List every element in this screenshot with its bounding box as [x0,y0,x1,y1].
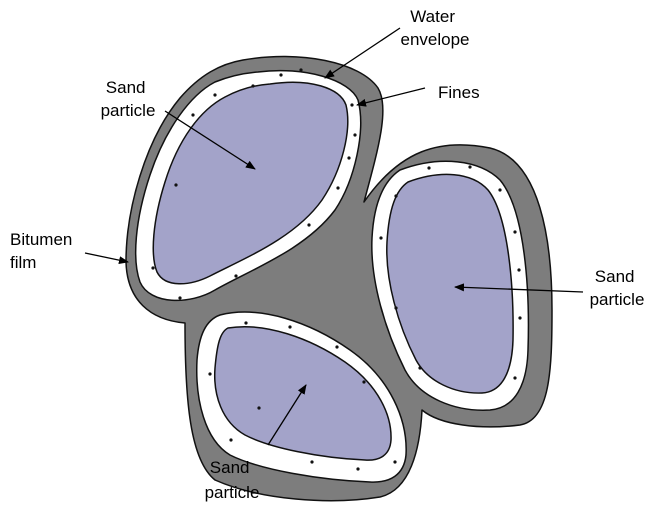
fine-speck [393,460,396,463]
fine-speck [208,372,211,375]
fine-speck [336,186,339,189]
fine-speck [310,460,313,463]
fine-speck [335,345,338,348]
fine-speck [498,188,501,191]
bitumen-film-label-line2: film [10,253,36,272]
fine-speck [251,84,254,87]
fine-speck [353,133,356,136]
fine-speck [356,467,359,470]
water-envelope-label-line1: Water [410,7,455,26]
fine-speck [257,406,260,409]
fine-speck [178,296,181,299]
water-envelope-label-line2: envelope [400,30,469,49]
fine-speck [234,274,237,277]
fine-speck [213,93,216,96]
bitumen-film-label-line1: Bitumen [10,230,72,249]
sand-top-left-label: Sand particle [101,78,156,120]
fine-speck [513,230,516,233]
sand-right-label-line1: Sand [595,267,635,286]
fine-speck [427,166,430,169]
fine-speck [362,380,365,383]
sand-bottom-label-line2: particle [205,483,260,502]
fine-speck [379,236,382,239]
sand-top-left-label-line1: Sand [106,78,146,97]
water-envelope-arrow [325,28,400,78]
fine-speck [394,306,397,309]
fine-speck [244,321,247,324]
bitumen-film-arrow [85,253,128,262]
sand-right-label-line2: particle [590,290,645,309]
fine-speck [279,73,282,76]
fine-speck [517,268,520,271]
fine-speck [418,366,421,369]
fine-speck [191,113,194,116]
bitumen-film-label: Bitumen film [10,230,77,272]
fine-speck [513,376,516,379]
fine-speck [151,266,154,269]
fines-label: Fines [438,83,480,102]
fine-speck [518,316,521,319]
fine-speck [468,165,471,168]
sand-bottom-label-line1: Sand [210,458,250,477]
fine-speck [307,223,310,226]
fine-speck [350,103,353,106]
fine-speck [229,438,232,441]
fine-speck [394,194,397,197]
fine-speck [174,183,177,186]
sand-top-left-label-line2: particle [101,101,156,120]
water-envelope-label: Water envelope [400,7,469,49]
fine-speck [288,325,291,328]
fine-speck [299,68,302,71]
sand-right-label: Sand particle [590,267,645,309]
fine-speck [347,156,350,159]
